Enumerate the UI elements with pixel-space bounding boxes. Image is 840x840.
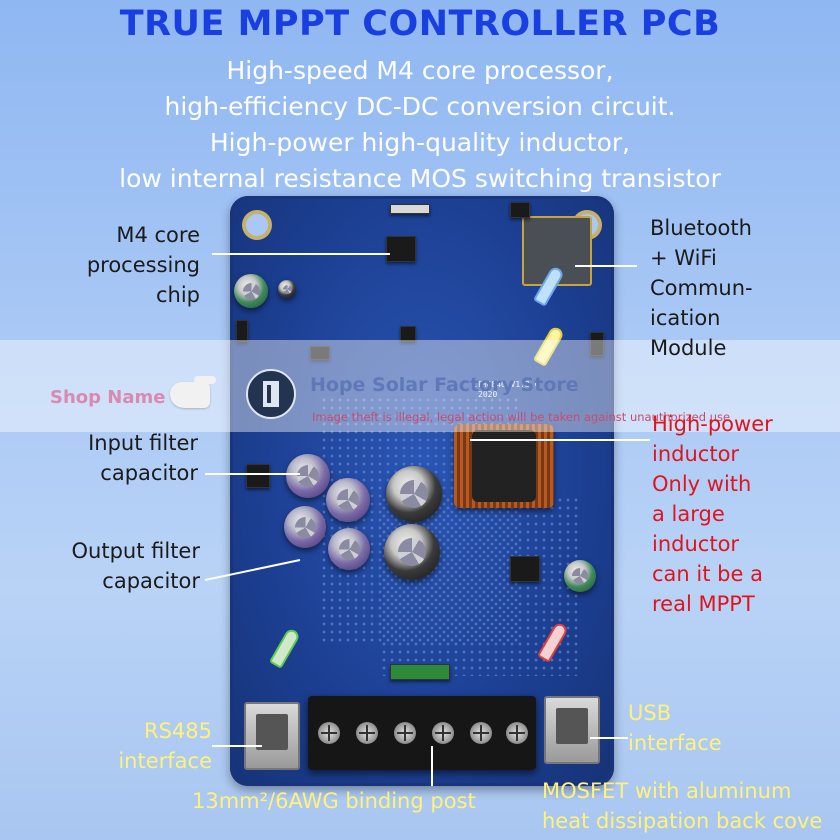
ic — [400, 326, 416, 342]
subtitle-line-3: High-power high-quality inductor, — [209, 128, 631, 157]
page-title: TRUE MPPT CONTROLLER PCB — [119, 4, 721, 44]
mppt-pcb-board: LTM4840_V1.3.C 2020 — [230, 196, 614, 786]
small-capacitor — [278, 280, 296, 298]
label-mosfet: MOSFET with aluminum heat dissipation ba… — [542, 779, 823, 833]
label-output-filter: Output filter capacitor — [71, 539, 200, 593]
switch — [510, 202, 530, 218]
board-silkscreen-id: LTM4840_V1.3.C — [472, 380, 540, 389]
ic — [310, 346, 330, 360]
input-filter-capacitor — [326, 478, 370, 522]
store-name: Hope Solar Factory Store — [310, 374, 579, 396]
ic — [236, 320, 248, 342]
board-silkscreen-date: 2020 — [478, 390, 498, 399]
label-usb: USB interface — [628, 701, 722, 755]
label-bluetooth-module: Bluetooth + WiFi Commun- ication Module — [650, 216, 753, 360]
mounting-hole — [246, 214, 268, 236]
label-m4-chip: M4 core processing chip — [86, 223, 200, 307]
label-inductor: High-power inductor Only with a large in… — [652, 412, 773, 616]
rs485-port — [244, 702, 300, 770]
small-capacitor — [234, 274, 268, 308]
high-power-inductor — [454, 424, 554, 508]
output-filter-capacitor — [284, 506, 326, 548]
output-filter-capacitor — [328, 528, 370, 570]
theft-warning: Image theft is illegal, legal action wil… — [312, 410, 731, 424]
label-rs485: RS485 interface — [118, 719, 212, 773]
large-capacitor — [386, 466, 442, 522]
m4-processor-chip — [386, 236, 416, 262]
ic — [590, 332, 604, 356]
pointing-hand-icon — [170, 376, 216, 408]
binding-post-terminal — [308, 696, 536, 770]
small-capacitor — [564, 560, 596, 592]
shop-name: Shop Name — [50, 387, 166, 408]
label-binding-post: 13mm²/6AWG binding post — [192, 789, 476, 813]
store-logo-icon — [246, 369, 296, 419]
large-capacitor — [384, 524, 440, 580]
subtitle-line-1: High-speed M4 core processor, — [226, 56, 614, 85]
fuse — [390, 664, 450, 680]
watermark-band — [0, 340, 840, 432]
usb-port — [544, 696, 600, 764]
header-connector — [390, 204, 430, 214]
ic — [510, 556, 540, 582]
subtitle-line-4: low internal resistance MOS switching tr… — [119, 164, 721, 193]
subtitle-line-2: high-efficiency DC-DC conversion circuit… — [164, 92, 676, 121]
ic — [246, 464, 270, 488]
input-filter-capacitor — [286, 454, 330, 498]
label-input-filter: Input filter capacitor — [88, 431, 198, 485]
